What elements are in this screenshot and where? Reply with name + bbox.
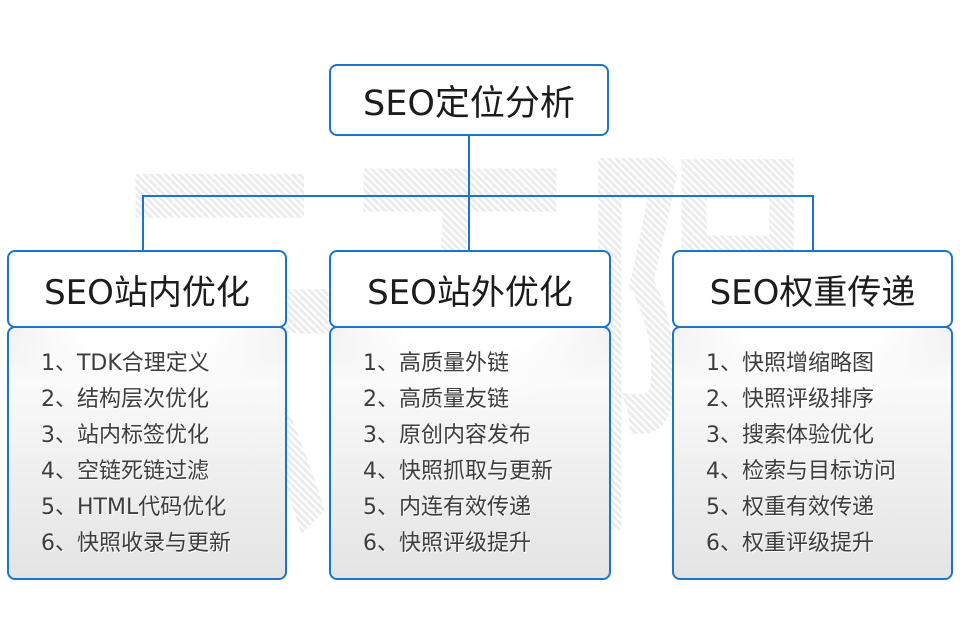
root-node-title: SEO定位分析 — [363, 83, 575, 124]
column-panel-onsite: SEO站内优化 1、TDK合理定义 2、结构层次优化 3、站内标签优化 4、空链… — [7, 250, 287, 580]
seo-item-list: 1、快照增缩略图 2、快照评级排序 3、搜索体验优化 4、检索与目标访问 5、权… — [672, 326, 953, 580]
list-item: 4、检索与目标访问 — [706, 459, 896, 484]
list-item: 6、快照收录与更新 — [41, 531, 231, 556]
column-header: SEO站外优化 — [329, 250, 611, 328]
list-item: 1、TDK合理定义 — [41, 351, 210, 376]
list-item: 3、原创内容发布 — [363, 423, 531, 448]
column-title: SEO权重传递 — [709, 272, 916, 313]
seo-item-list: 1、高质量外链 2、高质量友链 3、原创内容发布 4、快照抓取与更新 5、内连有… — [329, 326, 611, 580]
column-panel-weight: SEO权重传递 1、快照增缩略图 2、快照评级排序 3、搜索体验优化 4、检索与… — [672, 250, 953, 580]
list-item: 6、权重评级提升 — [706, 531, 874, 556]
column-header: SEO站内优化 — [7, 250, 287, 328]
list-item: 5、HTML代码优化 — [41, 495, 227, 520]
list-item: 5、内连有效传递 — [363, 495, 531, 520]
list-item: 6、快照评级提升 — [363, 531, 531, 556]
connector-right-vertical — [812, 195, 814, 250]
list-item: 4、快照抓取与更新 — [363, 459, 553, 484]
list-item: 2、结构层次优化 — [41, 387, 209, 412]
column-header: SEO权重传递 — [672, 250, 953, 328]
connector-left-vertical — [142, 195, 144, 250]
list-item: 2、高质量友链 — [363, 387, 509, 412]
column-title: SEO站外优化 — [367, 272, 573, 313]
list-item: 5、权重有效传递 — [706, 495, 874, 520]
list-item: 4、空链死链过滤 — [41, 459, 209, 484]
seo-item-list: 1、TDK合理定义 2、结构层次优化 3、站内标签优化 4、空链死链过滤 5、H… — [7, 326, 287, 580]
list-item: 1、快照增缩略图 — [706, 351, 874, 376]
column-panel-offsite: SEO站外优化 1、高质量外链 2、高质量友链 3、原创内容发布 4、快照抓取与… — [329, 250, 611, 580]
list-item: 1、高质量外链 — [363, 351, 509, 376]
connector-root-vertical — [468, 136, 470, 250]
connector-branch-horizontal — [142, 195, 814, 197]
column-title: SEO站内优化 — [44, 272, 250, 313]
list-item: 3、搜索体验优化 — [706, 423, 874, 448]
list-item: 2、快照评级排序 — [706, 387, 874, 412]
root-node: SEO定位分析 — [329, 64, 609, 136]
list-item: 3、站内标签优化 — [41, 423, 209, 448]
